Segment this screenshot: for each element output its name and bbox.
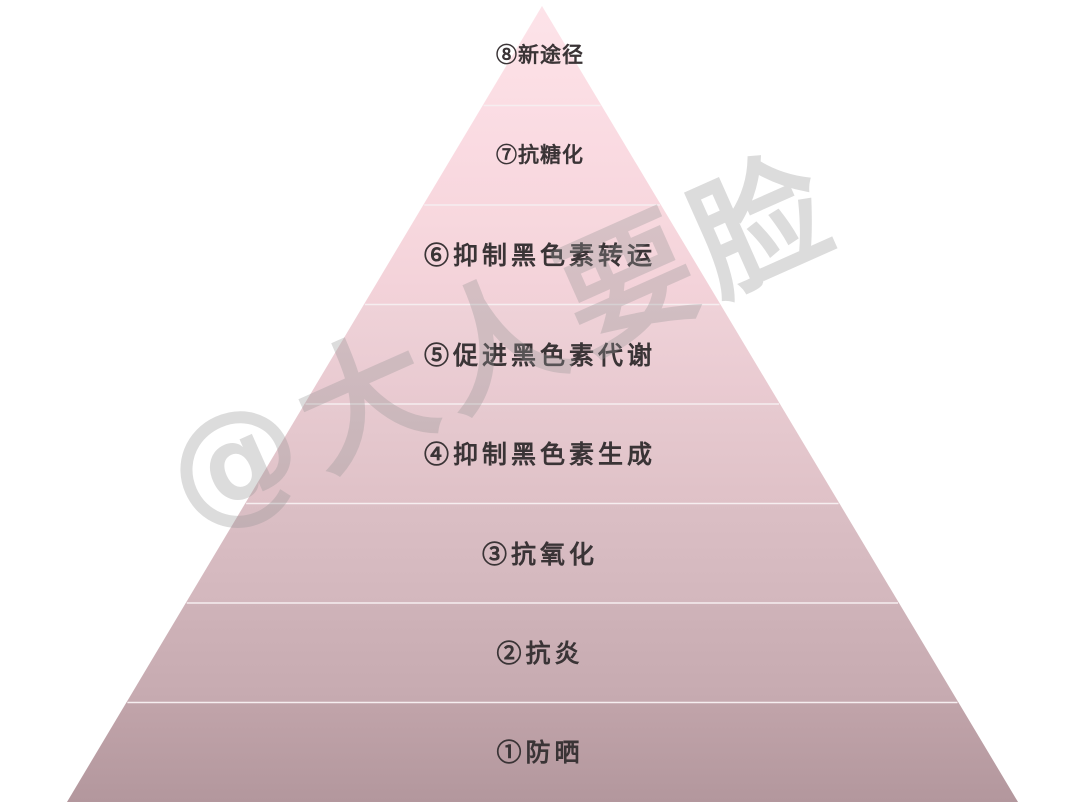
pyramid-level-5 bbox=[304, 304, 780, 404]
pyramid-level-6 bbox=[363, 205, 721, 305]
level-5-label: ⑤促进黑色素代谢 bbox=[423, 341, 656, 370]
pyramid-level-7 bbox=[423, 105, 661, 205]
level-6-label: ⑥抑制黑色素转运 bbox=[423, 241, 656, 270]
pyramid-level-2 bbox=[126, 603, 959, 703]
level-2-label: ②抗炎 bbox=[496, 639, 584, 668]
level-1-label: ①防晒 bbox=[496, 738, 584, 767]
pyramid-level-3 bbox=[185, 503, 899, 603]
level-8-label: ⑧新途径 bbox=[496, 42, 584, 67]
pyramid-level-8 bbox=[482, 6, 602, 106]
level-4-label: ④抑制黑色素生成 bbox=[423, 440, 656, 469]
level-3-label: ③抗氧化 bbox=[481, 540, 598, 569]
level-7-label: ⑦抗糖化 bbox=[496, 142, 584, 167]
pyramid-level-1 bbox=[67, 702, 1018, 802]
pyramid-level-4 bbox=[245, 404, 840, 504]
